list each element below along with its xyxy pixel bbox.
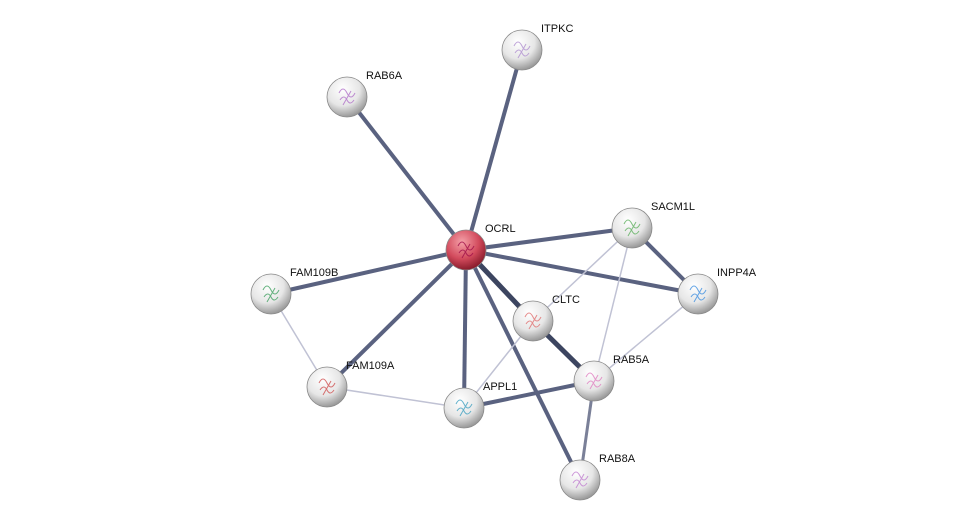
edge-fam109a-appl1[interactable] xyxy=(326,386,465,409)
node-inpp4a[interactable]: INPP4A xyxy=(677,267,757,315)
node-rab6a[interactable]: RAB6A xyxy=(326,70,403,118)
node-sacm1l[interactable]: SACM1L xyxy=(611,201,695,249)
node-label: RAB6A xyxy=(366,70,403,82)
edge-ocrl-appl1[interactable] xyxy=(462,249,468,409)
node-label: FAM109A xyxy=(346,360,395,372)
protein-structure-icon xyxy=(318,378,336,396)
protein-structure-icon xyxy=(513,41,531,59)
edge-ocrl-rab6a[interactable] xyxy=(345,95,468,252)
edge-ocrl-fam109b[interactable] xyxy=(270,248,467,296)
node-label: APPL1 xyxy=(483,381,517,393)
node-itpkc[interactable]: ITPKC xyxy=(501,23,573,71)
node-ocrl[interactable]: OCRL xyxy=(445,223,516,271)
protein-structure-icon xyxy=(455,399,473,417)
protein-structure-icon xyxy=(585,372,603,390)
node-rab8a[interactable]: RAB8A xyxy=(559,453,636,501)
edge-ocrl-fam109a[interactable] xyxy=(325,248,468,389)
edge-ocrl-inpp4a[interactable] xyxy=(465,248,699,296)
node-label: SACM1L xyxy=(651,201,695,213)
edge-ocrl-sacm1l[interactable] xyxy=(465,226,633,252)
node-label: OCRL xyxy=(485,223,516,235)
protein-structure-icon xyxy=(262,285,280,303)
node-label: RAB8A xyxy=(599,453,636,465)
protein-structure-icon xyxy=(623,219,641,237)
protein-structure-icon xyxy=(524,312,542,330)
edge-sacm1l-rab5a[interactable] xyxy=(593,227,633,382)
edge-inpp4a-rab5a[interactable] xyxy=(593,293,699,382)
edge-ocrl-itpkc[interactable] xyxy=(464,49,524,251)
edge-sacm1l-cltc[interactable] xyxy=(532,227,633,322)
node-rab5a[interactable]: RAB5A xyxy=(573,354,650,402)
protein-structure-icon xyxy=(689,285,707,303)
node-label: CLTC xyxy=(552,294,580,306)
protein-structure-icon xyxy=(571,471,589,489)
node-label: ITPKC xyxy=(541,23,573,35)
node-fam109b[interactable]: FAM109B xyxy=(250,267,338,315)
node-label: RAB5A xyxy=(613,354,650,366)
edge-appl1-rab5a[interactable] xyxy=(463,379,595,410)
protein-structure-icon xyxy=(457,241,475,259)
node-appl1[interactable]: APPL1 xyxy=(443,381,517,429)
node-cltc[interactable]: CLTC xyxy=(512,294,580,342)
edge-ocrl-rab8a[interactable] xyxy=(464,249,582,481)
node-label: FAM109B xyxy=(290,267,338,279)
node-fam109a[interactable]: FAM109A xyxy=(306,360,395,408)
protein-structure-icon xyxy=(338,88,356,106)
node-label: INPP4A xyxy=(717,267,757,279)
